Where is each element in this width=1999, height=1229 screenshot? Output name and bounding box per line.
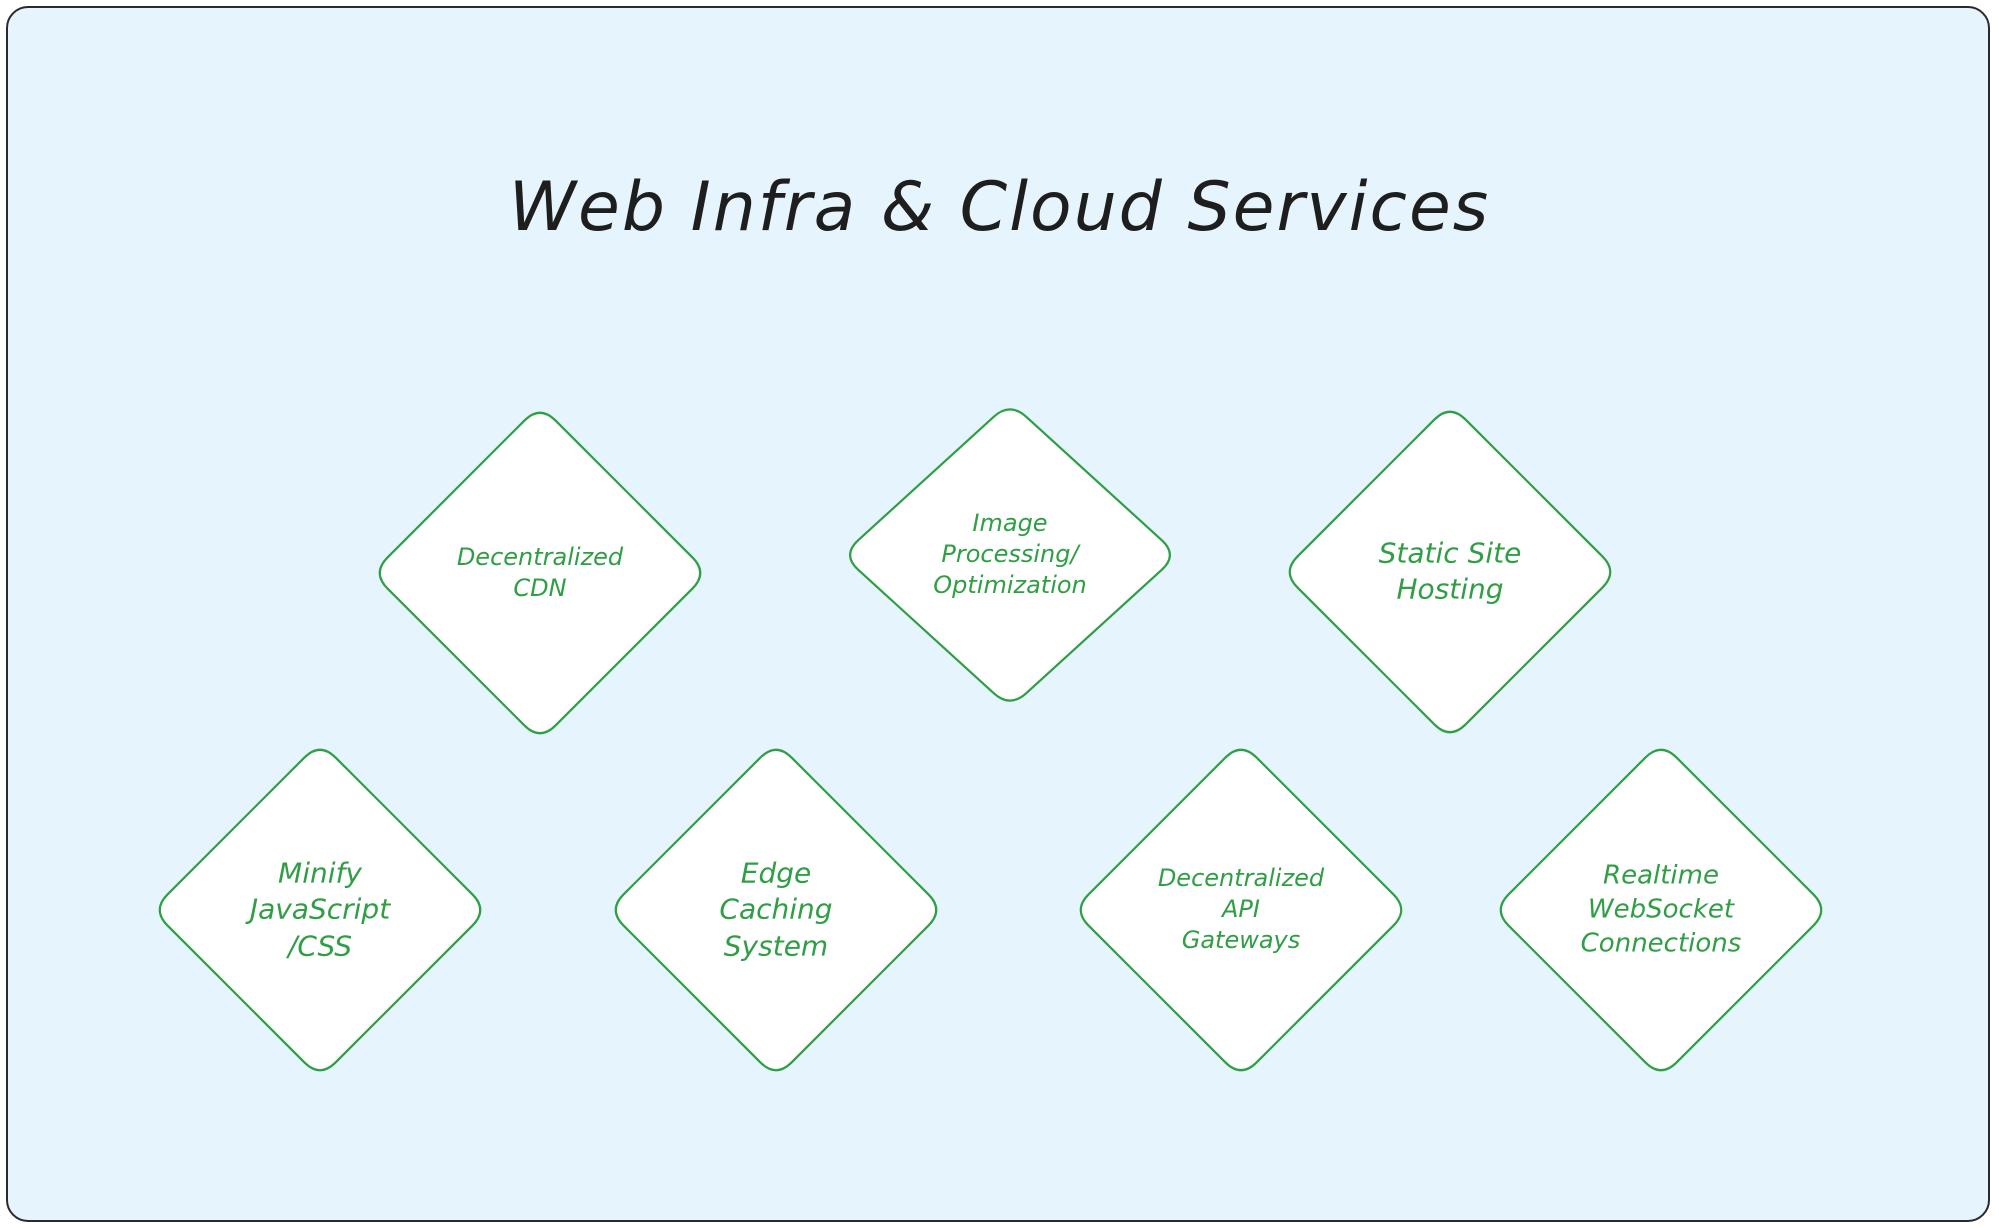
node-label-static-site-hosting: Static Site Hosting: [1378, 536, 1522, 606]
node-minify-js-css[interactable]: [158, 748, 482, 1072]
node-decentralized-api-gateways[interactable]: [1079, 748, 1403, 1072]
node-edge-caching[interactable]: [614, 748, 938, 1072]
node-realtime-websocket[interactable]: [1499, 748, 1823, 1072]
node-image-processing[interactable]: [849, 408, 1171, 702]
diagram-title: Web Infra & Cloud Services: [508, 168, 1491, 247]
node-label-decentralized-cdn: Decentralized CDN: [456, 542, 624, 602]
node-decentralized-cdn[interactable]: [378, 411, 702, 735]
node-label-image-processing: Image Processing/ Optimization: [933, 509, 1087, 600]
node-static-site-hosting[interactable]: [1288, 410, 1612, 734]
node-label-edge-caching: Edge Caching System: [719, 856, 833, 963]
node-label-decentralized-api-gateways: Decentralized API Gateways: [1157, 864, 1325, 955]
node-label-minify-js-css: Minify JavaScript /CSS: [249, 856, 391, 963]
node-label-realtime-websocket: Realtime WebSocket Connections: [1580, 860, 1742, 958]
